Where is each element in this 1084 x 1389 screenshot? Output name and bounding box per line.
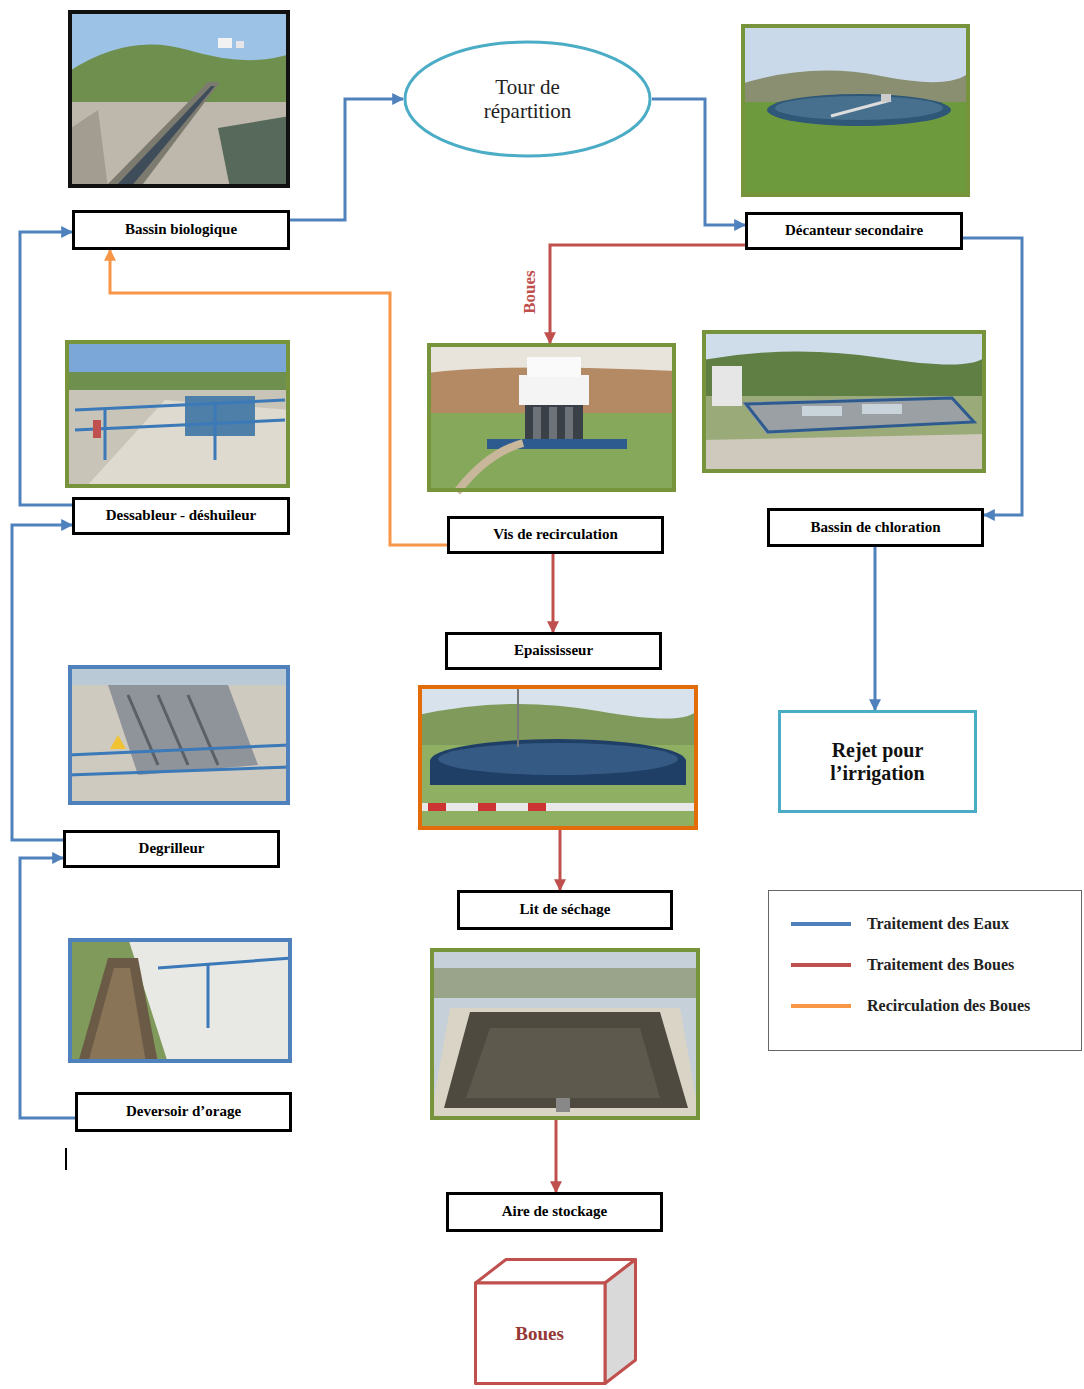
node-outline: Tour de répartition bbox=[403, 40, 652, 158]
node-label: Boues bbox=[515, 1323, 564, 1345]
photo-basin bbox=[68, 10, 290, 188]
process-node: Rejet pour l’irrigation bbox=[778, 710, 977, 813]
legend-swatch bbox=[791, 922, 851, 926]
photo-thickener bbox=[418, 685, 698, 830]
flow-connector bbox=[550, 245, 745, 343]
legend-row: Traitement des Eaux bbox=[791, 913, 1009, 935]
node-label: Lit de séchage bbox=[520, 901, 611, 918]
node-outline: Degrilleur bbox=[63, 830, 280, 868]
process-node: Bassin de chloration bbox=[702, 330, 986, 547]
node-outline: Deversoir d’orage bbox=[75, 1092, 292, 1132]
flow-connector bbox=[559, 830, 562, 890]
node-outline: Rejet pour l’irrigation bbox=[778, 710, 977, 813]
process-node: Bassin biologique bbox=[68, 10, 290, 250]
flow-connector bbox=[20, 858, 75, 1118]
distribution-ellipse: Tour de répartition bbox=[403, 40, 652, 158]
sludge-cube: Boues bbox=[474, 1258, 637, 1385]
node-outline: Lit de séchage bbox=[457, 890, 673, 930]
process-node: Vis de recirculation bbox=[427, 343, 676, 554]
process-node: Aire de stockage bbox=[446, 1192, 663, 1232]
legend-sample bbox=[791, 919, 851, 929]
photo-drying-bed bbox=[430, 948, 700, 1120]
process-node: Deversoir d’orage bbox=[68, 938, 292, 1132]
node-label: Tour de répartition bbox=[458, 75, 598, 123]
node-outline: Bassin biologique bbox=[72, 210, 290, 250]
legend-label: Recirculation des Boues bbox=[867, 997, 1030, 1015]
node-outline: Boues bbox=[474, 1258, 637, 1385]
legend-label: Traitement des Eaux bbox=[867, 915, 1009, 933]
node-label: Epaississeur bbox=[514, 642, 593, 659]
legend-label: Traitement des Boues bbox=[867, 956, 1014, 974]
legend-box: Traitement des EauxTraitement des BouesR… bbox=[768, 890, 1082, 1051]
process-node: Dessableur - déshuileur bbox=[65, 340, 290, 535]
node-outline: Vis de recirculation bbox=[447, 516, 664, 554]
photo-screw-pump bbox=[427, 343, 676, 492]
photo-clarifier bbox=[741, 24, 970, 197]
flow-connector bbox=[290, 99, 403, 220]
flow-connector bbox=[652, 99, 745, 225]
node-outline: Décanteur secondaire bbox=[745, 212, 963, 250]
flow-connector bbox=[20, 232, 72, 505]
photo-chlorination bbox=[702, 330, 986, 473]
legend-sample bbox=[791, 960, 851, 970]
process-node: Epaississeur bbox=[418, 632, 698, 830]
edge-label: Boues bbox=[520, 270, 540, 313]
node-label: Dessableur - déshuileur bbox=[106, 507, 257, 524]
node-outline: Aire de stockage bbox=[446, 1192, 663, 1232]
cube-outline bbox=[474, 1258, 637, 1385]
node-label: Bassin biologique bbox=[125, 221, 237, 238]
node-label: Vis de recirculation bbox=[493, 526, 618, 543]
process-node: Degrilleur bbox=[63, 665, 290, 868]
legend-sample bbox=[791, 1001, 851, 1011]
legend-row: Traitement des Boues bbox=[791, 954, 1014, 976]
node-label: Décanteur secondaire bbox=[785, 222, 923, 239]
photo-screen bbox=[68, 665, 290, 805]
node-label: Degrilleur bbox=[139, 840, 205, 857]
flow-connector bbox=[552, 554, 555, 632]
node-label: Bassin de chloration bbox=[810, 519, 940, 536]
photo-overflow bbox=[68, 938, 292, 1063]
cursor-mark bbox=[65, 1148, 67, 1170]
legend-row: Recirculation des Boues bbox=[791, 995, 1030, 1017]
flow-connector bbox=[874, 547, 877, 710]
flow-connector bbox=[555, 1120, 558, 1192]
process-node: Décanteur secondaire bbox=[741, 24, 970, 250]
photo-grit-removal bbox=[65, 340, 290, 488]
legend-swatch bbox=[791, 963, 851, 967]
flow-connector bbox=[963, 238, 1022, 515]
node-outline: Dessableur - déshuileur bbox=[72, 497, 290, 535]
node-outline: Bassin de chloration bbox=[767, 508, 984, 547]
legend-swatch bbox=[791, 1004, 851, 1008]
node-label: Aire de stockage bbox=[502, 1203, 608, 1220]
node-label: Rejet pour l’irrigation bbox=[793, 739, 963, 785]
node-outline: Epaississeur bbox=[445, 632, 662, 670]
flow-connector bbox=[12, 525, 72, 840]
node-label: Deversoir d’orage bbox=[126, 1103, 241, 1120]
process-node: Lit de séchage bbox=[430, 890, 700, 1120]
